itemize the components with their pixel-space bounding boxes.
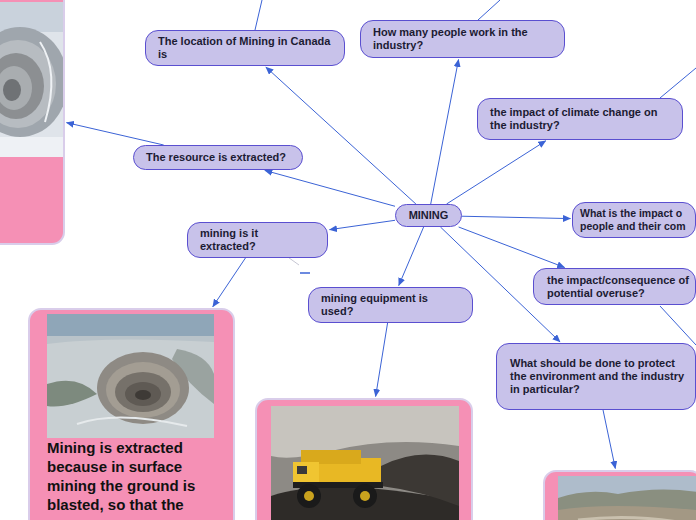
question-text: What is the impact o people and their co… <box>580 207 692 233</box>
question-box: What is the impact o people and their co… <box>572 202 696 238</box>
question-text: MINING <box>408 209 449 222</box>
question-text: the impact/consequence of potential over… <box>547 274 691 300</box>
connector <box>447 141 546 204</box>
question-text: How many people work in the industry? <box>373 26 552 52</box>
image-box <box>0 0 65 245</box>
connector <box>376 323 388 397</box>
question-text: mining equipment is used? <box>321 292 460 318</box>
question-box: What should be done to protect the envir… <box>496 343 696 410</box>
question-box: the impact of climate change on the indu… <box>477 98 683 140</box>
question-box: mining equipment is used? <box>308 287 473 323</box>
connector <box>399 227 424 286</box>
question-text: mining is it extracted? <box>200 227 315 253</box>
branch-line <box>478 0 500 20</box>
mine-photo <box>0 2 65 157</box>
connector <box>329 220 395 229</box>
landscape-photo <box>558 476 696 520</box>
branch-line <box>255 0 262 30</box>
image-box <box>543 470 696 520</box>
image-box <box>255 398 473 520</box>
branch-line <box>660 68 696 98</box>
connector <box>431 59 459 204</box>
question-box: How many people work in the industry? <box>360 20 565 58</box>
question-box: The resource is extracted? <box>133 145 303 170</box>
connector <box>603 410 615 469</box>
question-text: What should be done to protect the envir… <box>510 357 689 396</box>
question-text: The location of Mining in Canada is <box>158 35 332 61</box>
question-text: the impact of climate change on the indu… <box>490 106 670 132</box>
question-box: mining is it extracted? <box>187 222 328 258</box>
answer-text: Mining is extracted because in surface m… <box>47 438 227 514</box>
question-text: The resource is extracted? <box>146 151 290 164</box>
mine-photo <box>47 314 214 438</box>
central-topic: MINING <box>395 204 462 227</box>
connector <box>266 67 416 204</box>
connector <box>462 216 571 218</box>
connector <box>213 258 246 307</box>
dash-mark <box>300 272 310 274</box>
answer-box: Mining is extracted because in surface m… <box>28 308 235 520</box>
question-box: the impact/consequence of potential over… <box>533 268 696 305</box>
truck-photo <box>271 406 459 520</box>
connector <box>66 123 163 145</box>
question-box: The location of Mining in Canada is <box>145 30 345 66</box>
connector <box>265 170 395 206</box>
branch-line <box>660 306 696 345</box>
connector <box>459 227 565 267</box>
